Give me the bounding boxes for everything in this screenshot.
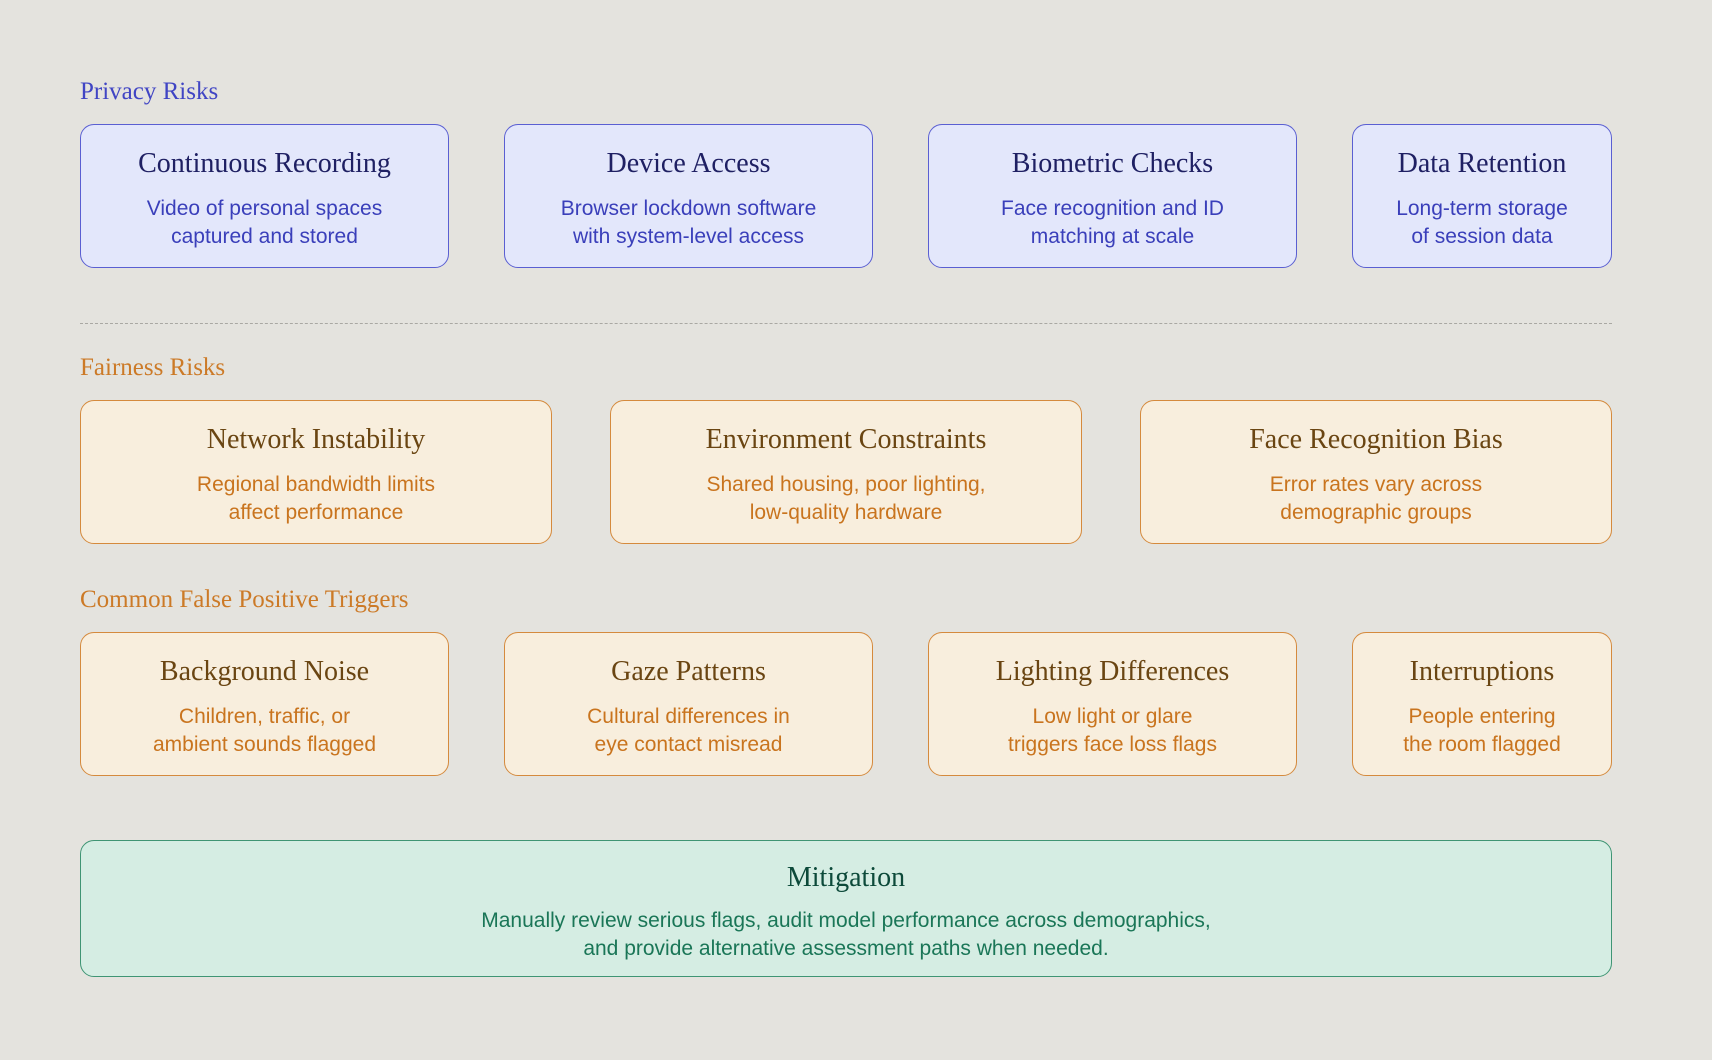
card-network-instability: Network Instability Regional bandwidth l… <box>80 400 552 544</box>
section-divider <box>80 323 1612 324</box>
card-continuous-recording: Continuous Recording Video of personal s… <box>80 124 449 268</box>
fairness-risks-row: Network Instability Regional bandwidth l… <box>80 400 1612 544</box>
card-title: Face Recognition Bias <box>1249 424 1503 455</box>
privacy-risks-label: Privacy Risks <box>80 78 219 105</box>
mitigation-box: Mitigation Manually review serious flags… <box>80 840 1612 977</box>
card-title: Network Instability <box>206 424 426 455</box>
card-title: Gaze Patterns <box>611 656 766 687</box>
card-title: Lighting Differences <box>995 656 1230 687</box>
false-positive-triggers-label: Common False Positive Triggers <box>80 586 409 613</box>
card-face-recognition-bias: Face Recognition Bias Error rates vary a… <box>1140 400 1612 544</box>
card-title: Environment Constraints <box>705 424 987 455</box>
mitigation-description: Manually review serious flags, audit mod… <box>481 909 1211 960</box>
card-title: Background Noise <box>159 656 370 687</box>
card-description: Shared housing, poor lighting,low-qualit… <box>706 473 986 524</box>
fairness-risks-label: Fairness Risks <box>80 354 226 381</box>
card-title: Device Access <box>606 148 771 179</box>
card-biometric-checks: Biometric Checks Face recognition and ID… <box>928 124 1297 268</box>
privacy-risks-row: Continuous Recording Video of personal s… <box>80 124 1612 268</box>
card-environment-constraints: Environment Constraints Shared housing, … <box>610 400 1082 544</box>
mitigation-title: Mitigation <box>786 862 906 893</box>
card-title: Data Retention <box>1397 148 1567 179</box>
card-title: Interruptions <box>1409 656 1555 687</box>
card-title: Biometric Checks <box>1011 148 1214 179</box>
card-title: Continuous Recording <box>138 148 391 179</box>
